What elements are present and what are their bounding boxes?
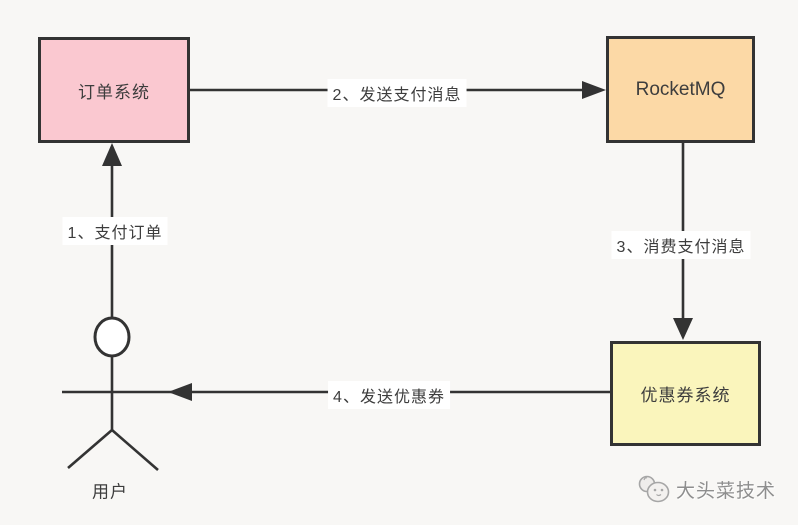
user-actor-label: 用户 xyxy=(92,482,128,502)
node-coupon-system: 优惠券系统 xyxy=(610,341,761,446)
node-rocketmq-label: RocketMQ xyxy=(635,78,726,100)
edge-pay-order-arrowhead-up-icon xyxy=(102,143,122,166)
edge-label-consume-pay-msg: 3、消费支付消息 xyxy=(611,231,751,259)
node-rocketmq: RocketMQ xyxy=(606,36,755,143)
node-order-system-label: 订单系统 xyxy=(78,82,150,102)
edge-send-coupon-arrowhead-left-icon xyxy=(168,383,192,401)
actor-leg-right xyxy=(111,429,159,471)
watermark: 大头菜技术 xyxy=(638,474,776,505)
watermark-text: 大头菜技术 xyxy=(676,481,777,502)
edge-send-pay-msg-arrowhead-right-icon xyxy=(582,81,606,99)
edge-label-send-pay-msg: 2、发送支付消息 xyxy=(327,79,467,107)
node-order-system: 订单系统 xyxy=(38,37,190,143)
actor-leg-left xyxy=(67,429,113,469)
edge-label-send-coupon: 4、发送优惠券 xyxy=(328,381,450,409)
node-coupon-system-label: 优惠券系统 xyxy=(640,386,731,405)
user-actor-figure xyxy=(67,316,159,471)
edge-consume-pay-msg-arrowhead-down-icon xyxy=(673,318,693,340)
actor-head xyxy=(93,316,131,358)
edge-label-pay-order: 1、支付订单 xyxy=(62,217,168,245)
turnip-mascot-icon xyxy=(638,475,670,503)
